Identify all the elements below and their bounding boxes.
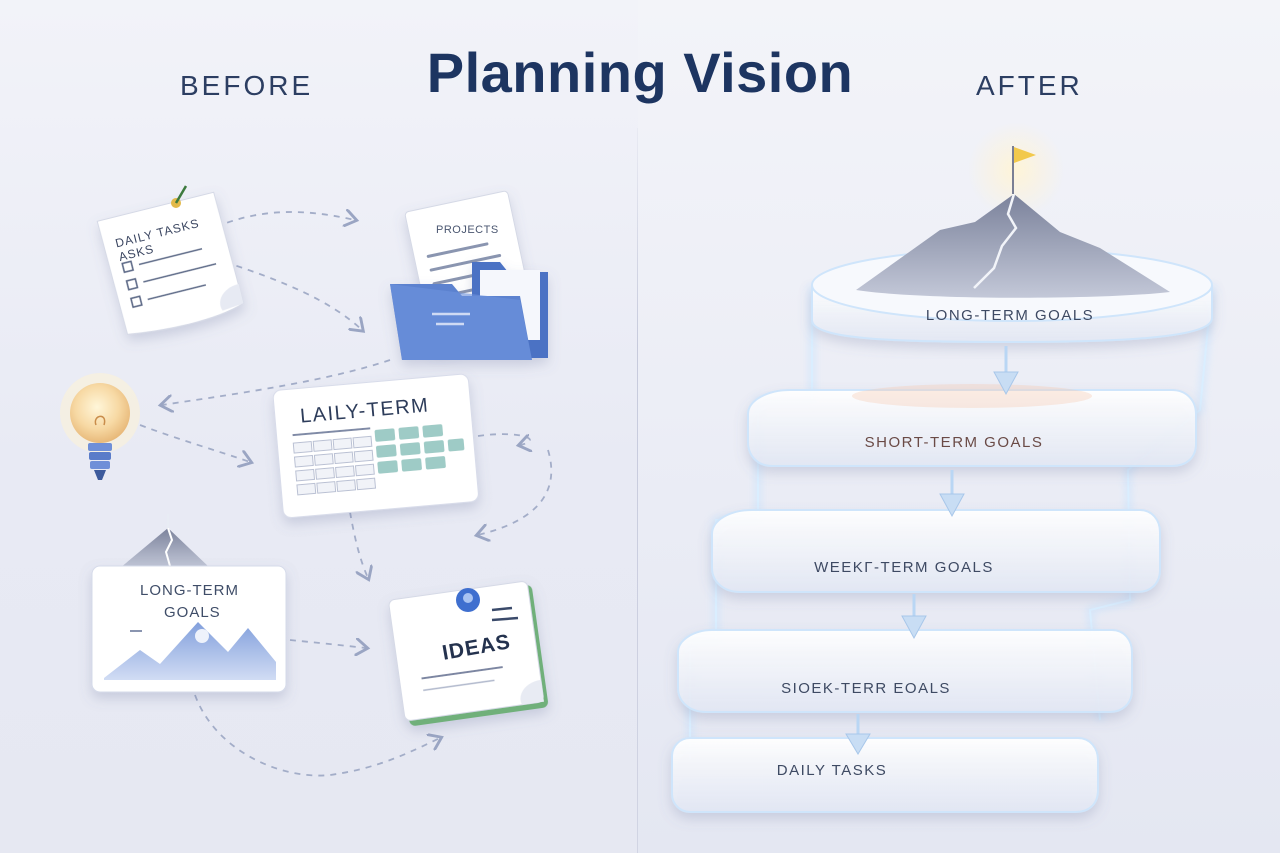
pin-icon bbox=[456, 588, 519, 622]
flow-arrows bbox=[139, 212, 553, 777]
long-term-goals-card bbox=[91, 565, 287, 693]
flow-arrow bbox=[478, 449, 553, 535]
daily-tasks-card bbox=[96, 191, 245, 335]
tier-4 bbox=[677, 629, 1133, 713]
page-title: Planning Vision bbox=[426, 41, 854, 104]
tier-label: SHORT-TERM GOALS bbox=[864, 434, 1044, 451]
arrow-down-icon bbox=[845, 714, 871, 755]
flow-arrow bbox=[224, 261, 362, 330]
arrow-down-icon bbox=[939, 470, 965, 518]
pin-icon bbox=[171, 185, 188, 208]
flow-arrow bbox=[477, 433, 530, 445]
before-heading: BEFORE bbox=[180, 70, 314, 101]
arrow-down-icon bbox=[993, 346, 1019, 396]
after-heading: AFTER bbox=[976, 70, 1083, 101]
ideas-card bbox=[388, 581, 548, 726]
long-term-goals-label-line2: GOALS bbox=[164, 604, 221, 621]
tier-label: SIOEK-TERR EOALS bbox=[781, 680, 951, 697]
tier-label: LONG-TERM GOALS bbox=[925, 307, 1095, 324]
lightbulb-icon bbox=[60, 373, 140, 480]
calendar-card bbox=[272, 373, 479, 519]
flow-arrow bbox=[139, 424, 250, 462]
flow-arrow bbox=[289, 640, 366, 648]
flow-arrow bbox=[204, 212, 355, 233]
panel-divider bbox=[637, 128, 638, 853]
flow-arrow bbox=[349, 511, 368, 578]
mountain-icon bbox=[856, 193, 1170, 298]
mountain-icon bbox=[120, 514, 210, 568]
arrow-down-icon bbox=[901, 594, 927, 640]
long-term-goals-label-line1: LONG-TERM bbox=[140, 582, 239, 599]
tier-label: DAILY TASKS bbox=[776, 762, 888, 779]
tier-2 bbox=[747, 384, 1197, 467]
tier-3 bbox=[711, 509, 1161, 593]
tier-label: WEEKΓ-TERM GOALS bbox=[814, 559, 994, 576]
calendar-grid bbox=[292, 424, 465, 496]
tier-daily-tasks bbox=[671, 737, 1099, 813]
glow-sun bbox=[968, 122, 1064, 218]
flag-icon bbox=[1012, 146, 1036, 194]
folder-icon bbox=[390, 262, 548, 360]
flow-arrow bbox=[162, 359, 391, 405]
projects-label: PROJECTS bbox=[436, 224, 499, 236]
